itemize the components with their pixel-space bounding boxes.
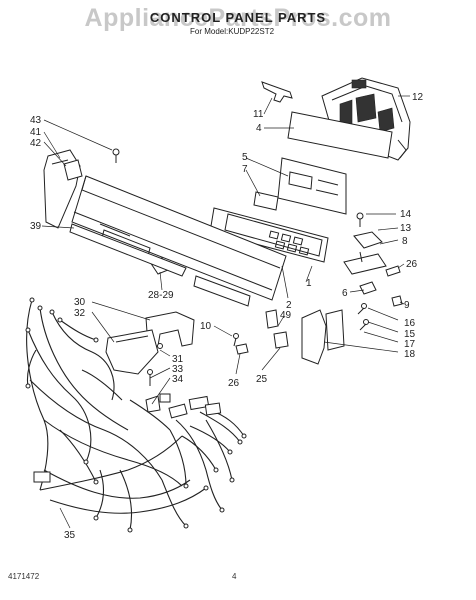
watermark: AppliancePartsPros.com: [84, 4, 392, 32]
callout-12: 12: [412, 92, 424, 103]
part-26-screw-top: [385, 265, 401, 277]
part-10-screw: [233, 333, 239, 347]
callout-5: 5: [242, 152, 248, 163]
part-14-screw: [356, 212, 364, 227]
callout-25: 25: [256, 374, 268, 385]
part-42-insert: [63, 159, 83, 181]
callout-39: 39: [30, 221, 42, 232]
callout-labels: 43 41 42 39 11 4 12 5 7 14 13 8 26 1 6 9…: [30, 92, 424, 541]
callout-18: 18: [404, 349, 416, 360]
part-5-display-panel: [277, 157, 347, 215]
part-11-bracket: [261, 81, 293, 103]
part-17-screw: [359, 319, 369, 331]
part-4-panel: [287, 111, 393, 159]
part-15-screw: [357, 303, 367, 315]
page-number: 4: [232, 572, 237, 581]
part-9-clip: [391, 295, 403, 307]
part-34-clip: [145, 395, 161, 413]
callout-1: 1: [306, 278, 312, 289]
callout-41: 41: [30, 127, 42, 138]
callout-16: 16: [404, 318, 416, 329]
part-31-screw: [157, 343, 163, 349]
callout-35: 35: [64, 530, 76, 541]
diagram-title: CONTROL PANEL PARTS: [149, 10, 327, 25]
part-43-screw: [112, 148, 120, 163]
callout-49: 49: [280, 310, 292, 321]
model-line: For Model:KUDP22ST2: [190, 27, 275, 36]
callout-2: 2: [286, 300, 292, 311]
part-26-screw-bottom: [235, 343, 249, 355]
part-39-trim: [69, 223, 187, 277]
part-25-spacer: [273, 331, 289, 349]
callout-13: 13: [400, 223, 412, 234]
part-32-housing: [105, 329, 159, 375]
callout-28-29: 28-29: [148, 290, 174, 301]
callout-26-bottom: 26: [228, 378, 240, 389]
callout-30: 30: [74, 297, 86, 308]
callout-4: 4: [256, 123, 262, 134]
document-number: 4171472: [8, 572, 40, 581]
part-6-clip: [359, 281, 377, 295]
callout-7: 7: [242, 164, 248, 175]
part-8-bracket: [343, 251, 387, 275]
callout-31: 31: [172, 354, 184, 365]
callout-26-top: 26: [406, 259, 418, 270]
part-7-insert: [253, 191, 279, 211]
part-13-bracket: [353, 231, 383, 249]
callout-33: 33: [172, 364, 184, 375]
callout-14: 14: [400, 209, 412, 220]
callout-34: 34: [172, 374, 184, 385]
part-33-screw: [147, 369, 153, 386]
part-35-wiring-harness: [25, 297, 247, 533]
leader-lines: [41, 95, 410, 529]
callout-10: 10: [200, 321, 212, 332]
callout-11: 11: [253, 109, 264, 120]
callout-42: 42: [30, 138, 42, 149]
part-18-end-cap: [301, 309, 327, 365]
part-16-insert: [325, 309, 345, 351]
callout-9: 9: [404, 300, 410, 311]
part-49-clip: [265, 309, 279, 329]
callout-17: 17: [404, 339, 416, 350]
callout-32: 32: [74, 308, 86, 319]
callout-15: 15: [404, 329, 416, 340]
callout-6: 6: [342, 288, 348, 299]
part-1-keypad: [209, 207, 329, 263]
callout-43: 43: [30, 115, 42, 126]
callout-8: 8: [402, 236, 408, 247]
